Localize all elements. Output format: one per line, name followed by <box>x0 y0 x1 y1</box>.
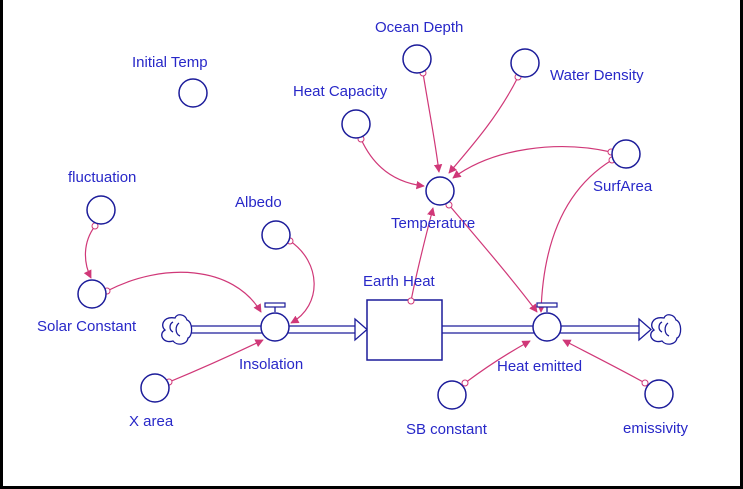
connectors <box>83 69 649 387</box>
connector-fluctuation-solar-constant <box>83 225 96 279</box>
earth-heat-stock[interactable] <box>366 299 443 361</box>
connector-sb-constant-heat-emitted <box>464 340 531 384</box>
earth-heat-label: Earth Heat <box>363 273 436 290</box>
connector-solar-constant-insolation <box>106 271 262 313</box>
solar-constant-label: Solar Constant <box>37 318 137 335</box>
surfarea-converter[interactable] <box>611 139 641 169</box>
temperature-label: Temperature <box>391 215 475 232</box>
source-cloud-icon[interactable] <box>161 314 193 345</box>
x-area-converter[interactable] <box>140 373 170 403</box>
albedo-label: Albedo <box>235 194 282 211</box>
insolation-label: Insolation <box>239 356 303 373</box>
heat-emitted-label: Heat emitted <box>497 358 582 375</box>
connector-surfarea-temperature <box>452 146 612 179</box>
connector-ocean-depth-temperature <box>422 72 443 173</box>
sb-constant-converter[interactable] <box>437 380 467 410</box>
heat-capacity-converter[interactable] <box>341 109 371 139</box>
heat-capacity-label: Heat Capacity <box>293 83 388 100</box>
connector-water-density-temperature <box>448 76 519 174</box>
water-density-converter[interactable] <box>510 48 540 78</box>
ocean-depth-converter[interactable] <box>402 44 432 74</box>
insolation-valve-icon[interactable] <box>260 302 290 342</box>
initial-temp-converter[interactable] <box>178 78 208 108</box>
fluctuation-label: fluctuation <box>68 169 136 186</box>
emissivity-label: emissivity <box>623 420 689 437</box>
sink-cloud-icon[interactable] <box>650 314 682 345</box>
ocean-depth-label: Ocean Depth <box>375 19 463 36</box>
connector-heat-capacity-temperature <box>360 138 425 190</box>
connector-surfarea-heat-emitted <box>537 159 613 313</box>
solar-constant-converter[interactable] <box>77 279 107 309</box>
connector-albedo-insolation <box>289 240 315 324</box>
connector-x-area-insolation <box>168 339 264 383</box>
heat-emitted-valve-icon[interactable] <box>532 302 562 342</box>
connector-emissivity-heat-emitted <box>562 339 646 384</box>
emissivity-converter[interactable] <box>644 379 674 409</box>
sb-constant-label: SB constant <box>406 421 488 438</box>
connector-temperature-heat-emitted <box>448 204 538 313</box>
x-area-label: X area <box>129 413 174 430</box>
initial-temp-label: Initial Temp <box>132 54 208 71</box>
surfarea-label: SurfArea <box>593 178 653 195</box>
water-density-label: Water Density <box>550 67 644 84</box>
connector-earth-heat-temperature <box>410 207 436 302</box>
stock-flow-diagram: Initial Temp Ocean Depth Water Density H… <box>37 19 689 438</box>
albedo-converter[interactable] <box>261 220 291 250</box>
fluctuation-converter[interactable] <box>86 195 116 225</box>
temperature-converter[interactable] <box>425 176 455 206</box>
